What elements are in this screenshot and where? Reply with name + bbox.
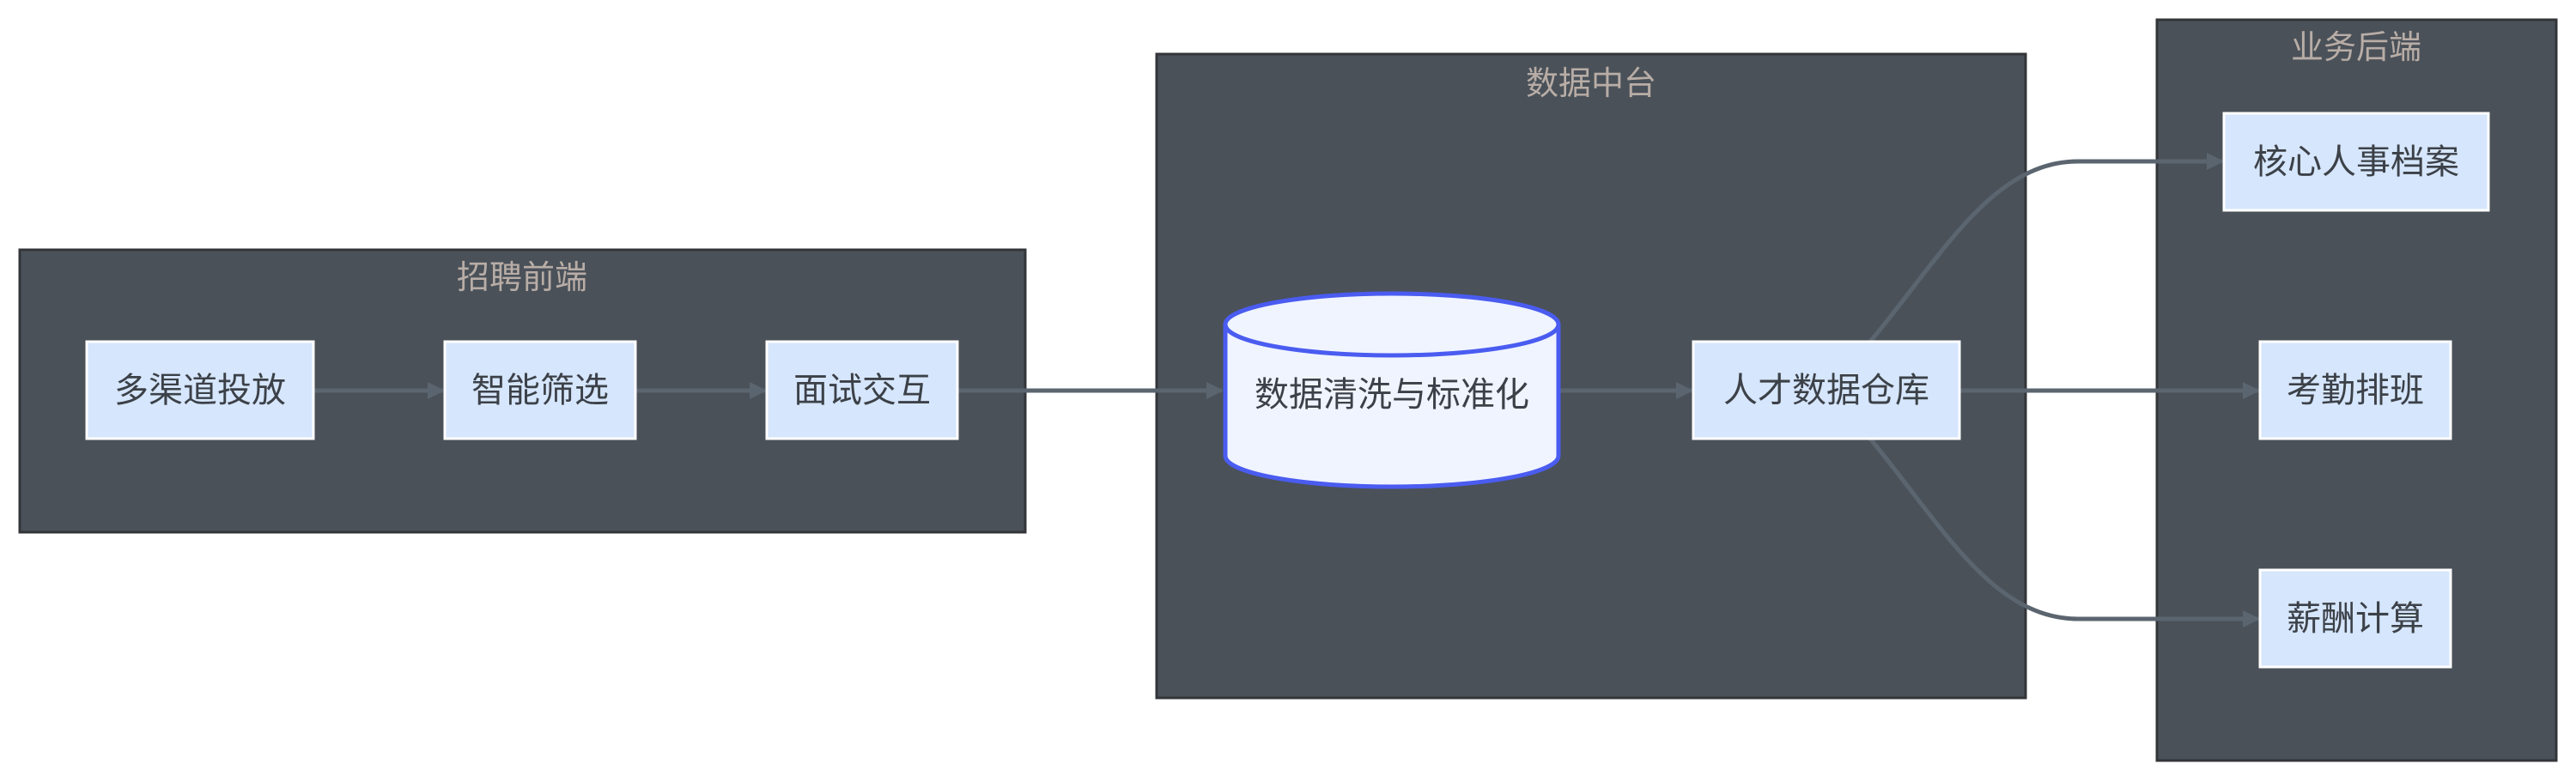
node-interview[interactable]: 面试交互 [765, 340, 959, 440]
node-screening[interactable]: 智能筛选 [443, 340, 637, 440]
node-cleansing-database[interactable]: 数据清洗与标准化 [1223, 291, 1561, 489]
edge-warehouse-to-payroll [1868, 437, 2260, 627]
node-label: 多渠道投放 [114, 371, 286, 410]
node-label: 人才数据仓库 [1723, 371, 1929, 410]
database-cylinder-icon [1223, 291, 1561, 489]
cluster-title: 数据中台 [1526, 64, 1656, 102]
node-warehouse[interactable]: 人才数据仓库 [1692, 340, 1961, 440]
node-label: 智能筛选 [471, 371, 609, 410]
cluster-title: 招聘前端 [457, 258, 587, 296]
node-attendance[interactable]: 考勤排班 [2258, 340, 2452, 440]
node-payroll[interactable]: 薪酬计算 [2258, 568, 2452, 669]
node-multichannel[interactable]: 多渠道投放 [85, 340, 315, 440]
cluster-title: 业务后端 [2291, 28, 2421, 66]
node-label: 核心人事档案 [2253, 142, 2459, 182]
node-label: 面试交互 [793, 371, 931, 410]
edges [313, 153, 2260, 627]
node-hr-records[interactable]: 核心人事档案 [2222, 112, 2490, 212]
node-label: 薪酬计算 [2287, 599, 2424, 639]
edge-warehouse-to-hr-records [1868, 153, 2224, 343]
node-label: 考勤排班 [2287, 371, 2424, 410]
node-label: 数据清洗与标准化 [1255, 375, 1529, 415]
